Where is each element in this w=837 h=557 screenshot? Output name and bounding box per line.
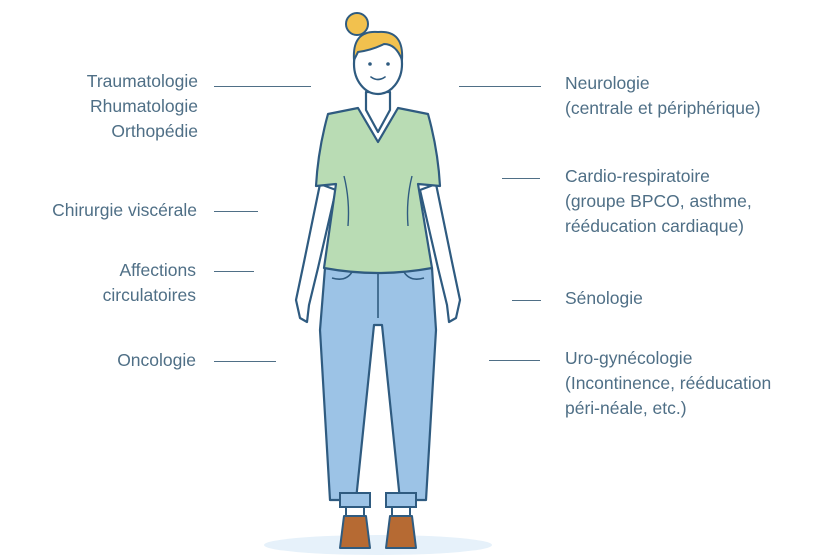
connector-uro [489,360,540,362]
connector-neuro [459,86,541,88]
shoe-left [339,515,371,549]
label-cardio-line3: rééducation cardiaque) [565,216,745,236]
mouth [370,76,386,81]
label-trauma: Traumatologie Rhumatologie Orthopédie [87,69,198,144]
connector-visceral [214,211,258,213]
eye-right [386,62,390,66]
hair [352,30,404,61]
jeans-cuff-right [385,492,417,508]
eye-left [368,62,372,66]
shirt-fold [343,175,350,227]
connector-circulatory [214,271,254,273]
label-neuro: Neurologie (centrale et périphérique) [565,71,761,121]
label-uro-line3: péri-néale, etc.) [565,398,687,418]
connector-oncology [214,361,276,363]
label-cardio-line1: Cardio-respiratoire [565,166,710,186]
jeans-pocket-left [331,271,353,280]
jeans [318,266,438,502]
label-circulatory: Affections circulatoires [103,258,196,308]
arms [294,182,462,324]
hair-bun [345,12,369,36]
label-uro-line2: (Incontinence, rééducation [565,373,772,393]
label-visceral: Chirurgie viscérale [52,198,197,223]
label-uro-line1: Uro-gynécologie [565,348,693,368]
shirt [314,106,442,275]
label-neuro-line1: Neurologie [565,73,650,93]
label-senology: Sénologie [565,286,643,311]
label-oncology-line1: Oncologie [117,350,196,370]
label-oncology: Oncologie [117,348,196,373]
jeans-cuff-left [339,492,371,508]
label-trauma-line1: Traumatologie [86,71,198,91]
label-senology-line1: Sénologie [565,288,643,308]
jeans-pocket-right [403,271,425,280]
label-circulatory-line1: Affections [119,260,196,280]
ground-shadow [264,535,492,555]
label-neuro-line2: (centrale et périphérique) [565,98,761,118]
connector-trauma [214,86,311,88]
connector-cardio [502,178,540,180]
label-visceral-line1: Chirurgie viscérale [52,200,197,220]
label-cardio: Cardio-respiratoire (groupe BPCO, asthme… [565,164,752,239]
label-uro: Uro-gynécologie (Incontinence, rééducati… [565,346,771,421]
shoe-right [385,515,417,549]
connector-senology [512,300,541,302]
shirt-fold-right [406,175,413,227]
label-trauma-line3: Orthopédie [111,121,198,141]
label-circulatory-line2: circulatoires [102,285,196,305]
label-cardio-line2: (groupe BPCO, asthme, [565,191,752,211]
label-trauma-line2: Rhumatologie [90,96,198,116]
